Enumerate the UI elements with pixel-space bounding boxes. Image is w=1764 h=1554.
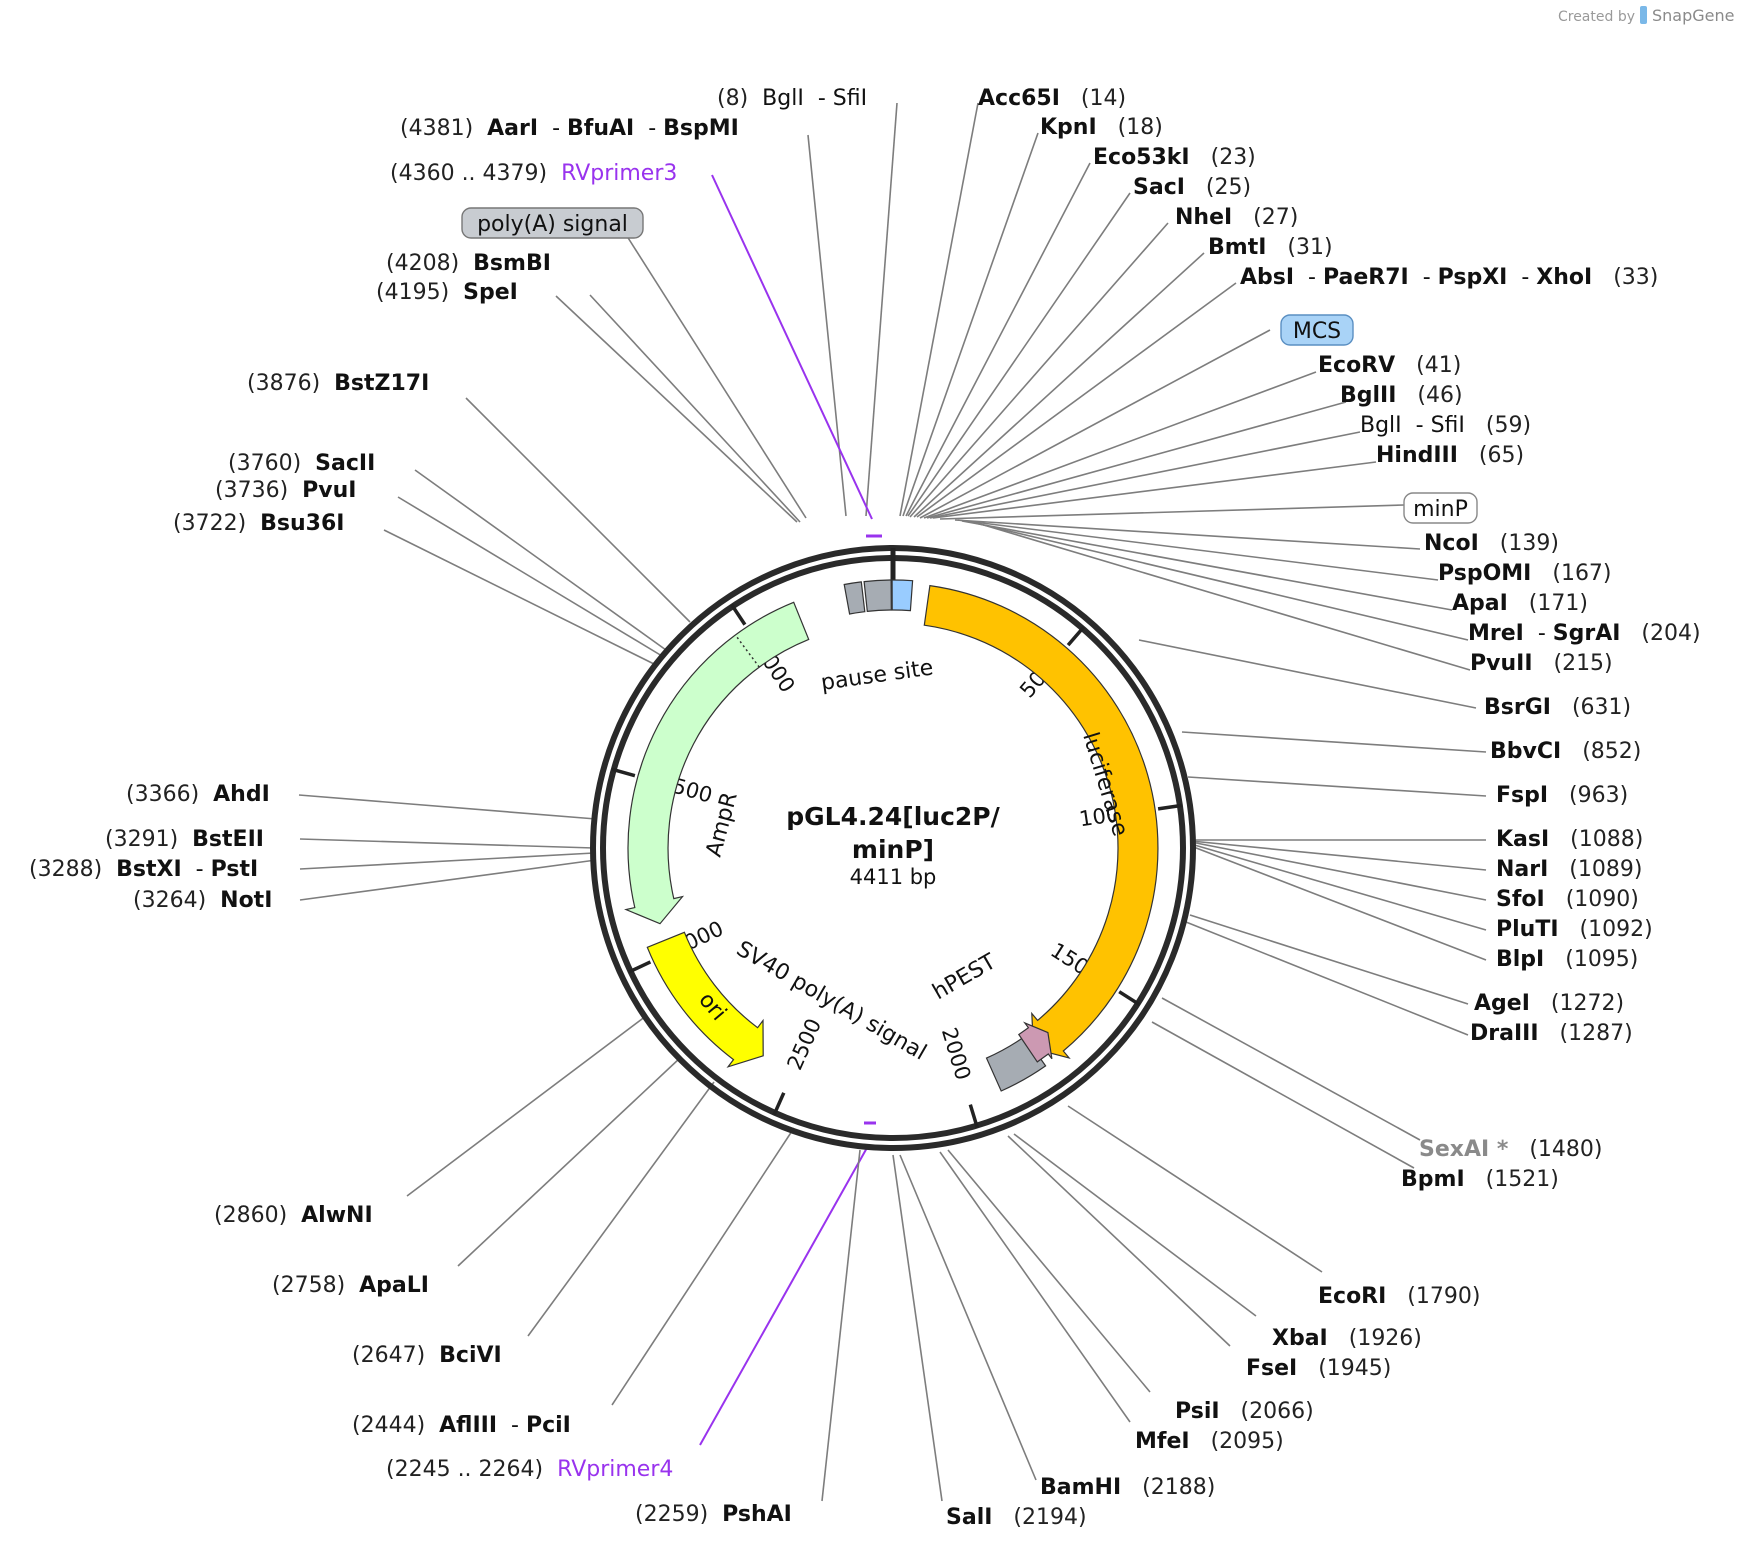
site-label: XbaI (1926)	[1272, 1326, 1422, 1351]
site-label: AgeI (1272)	[1474, 991, 1624, 1016]
site-label: (3264) NotI	[133, 888, 272, 913]
tick-label: 2000	[937, 1025, 975, 1083]
site-label: PsiI (2066)	[1175, 1399, 1314, 1424]
site-label: BglI - SfiI (59)	[1360, 413, 1531, 438]
site-label: NarI (1089)	[1496, 857, 1642, 882]
site-label: AbsI - PaeR7I - PspXI - XhoI (33)	[1240, 265, 1658, 290]
minp-box-label-box	[1403, 492, 1478, 524]
site-label: (4195) SpeI	[376, 280, 518, 305]
site-label: (4360 .. 4379) RVprimer3	[390, 161, 677, 186]
site-label: SexAI * (1480)	[1419, 1137, 1602, 1162]
site-label: MfeI (2095)	[1135, 1429, 1284, 1454]
hpest-label: hPEST	[929, 949, 1001, 1005]
site-label: (3288) BstXI - PstI	[29, 857, 258, 882]
site-label: BmtI (31)	[1208, 235, 1333, 260]
luciferase-arrow	[923, 584, 1159, 1059]
site-label: (2758) ApaLI	[272, 1273, 429, 1298]
site-label: BbvCI (852)	[1490, 739, 1641, 764]
polya-signal-block	[843, 581, 866, 615]
site-label: KpnI (18)	[1040, 115, 1163, 140]
site-label: ApaI (171)	[1452, 591, 1588, 616]
ori-arrow	[646, 931, 764, 1068]
site-label: PspOMI (167)	[1438, 561, 1612, 586]
polya-box-label: poly(A) signal	[477, 212, 628, 237]
site-label: (3722) Bsu36I	[173, 511, 344, 536]
leader-lines	[298, 102, 1487, 1502]
site-label: (2259) PshAI	[635, 1502, 792, 1527]
site-label: (3736) PvuI	[215, 478, 356, 503]
site-label: BpmI (1521)	[1401, 1167, 1559, 1192]
mcs-block	[891, 579, 914, 612]
site-label: KasI (1088)	[1496, 827, 1643, 852]
tick-label: 2500	[783, 1015, 827, 1074]
pause-site-block	[863, 579, 892, 613]
site-label: (3291) BstEII	[105, 827, 264, 852]
plasmid-name-line1: pGL4.24[luc2P/	[786, 802, 1000, 831]
site-label: (2444) AflIII - PciI	[352, 1413, 571, 1438]
polya-box-label-box	[461, 207, 644, 239]
site-label: (3876) BstZ17I	[247, 371, 429, 396]
site-label: (4381) AarI - BfuAI - BspMI	[400, 116, 739, 141]
site-label: BsrGI (631)	[1484, 695, 1631, 720]
site-label: (2860) AlwNI	[214, 1203, 373, 1228]
site-label: PvuII (215)	[1470, 651, 1613, 676]
site-label: (3760) SacII	[228, 451, 375, 476]
snapgene-logo-icon	[1640, 6, 1647, 24]
credit-brand: SnapGene	[1652, 6, 1734, 25]
site-labels: (8) BglI - SfiI (4381) AarI - BfuAI - Bsp…	[29, 86, 1701, 1530]
plasmid-length: 4411 bp	[850, 865, 937, 889]
site-label: MreI - SgrAI (204)	[1468, 621, 1701, 646]
mcs-box-label: MCS	[1293, 319, 1341, 344]
site-label: EcoRV (41)	[1318, 353, 1461, 378]
ampr-arrow	[624, 601, 810, 925]
minp-box-label: minP	[1413, 497, 1468, 522]
site-label: (2245 .. 2264) RVprimer4	[386, 1457, 673, 1482]
site-label: DraIII (1287)	[1470, 1021, 1633, 1046]
site-label: Acc65I (14)	[978, 86, 1126, 111]
site-label: FseI (1945)	[1246, 1356, 1391, 1381]
site-label: PluTI (1092)	[1496, 917, 1653, 942]
site-label: (3366) AhdI	[126, 782, 270, 807]
pause-site-label: pause site	[819, 655, 935, 696]
site-label: SacI (25)	[1133, 175, 1251, 200]
site-label: NheI (27)	[1175, 205, 1298, 230]
site-label: FspI (963)	[1496, 783, 1628, 808]
site-label: HindIII (65)	[1376, 443, 1524, 468]
site-label: EcoRI (1790)	[1318, 1284, 1480, 1309]
site-label: SfoI (1090)	[1496, 887, 1639, 912]
mcs-box-label-box	[1280, 314, 1354, 346]
site-label: BlpI (1095)	[1496, 947, 1638, 972]
site-label: (2647) BciVI	[352, 1343, 502, 1368]
site-label: (8) BglI - SfiI	[717, 86, 867, 111]
site-label: SalI (2194)	[946, 1505, 1087, 1530]
site-label: BamHI (2188)	[1040, 1475, 1215, 1500]
site-label: Eco53kI (23)	[1093, 145, 1256, 170]
hpest-arrow	[1017, 1021, 1053, 1063]
plasmid-name-line2: minP]	[852, 835, 934, 864]
site-label: (4208) BsmBI	[386, 251, 551, 276]
site-label: BglII (46)	[1340, 383, 1463, 408]
credit-prefix: Created by	[1558, 9, 1635, 25]
site-label: NcoI (139)	[1424, 531, 1559, 556]
